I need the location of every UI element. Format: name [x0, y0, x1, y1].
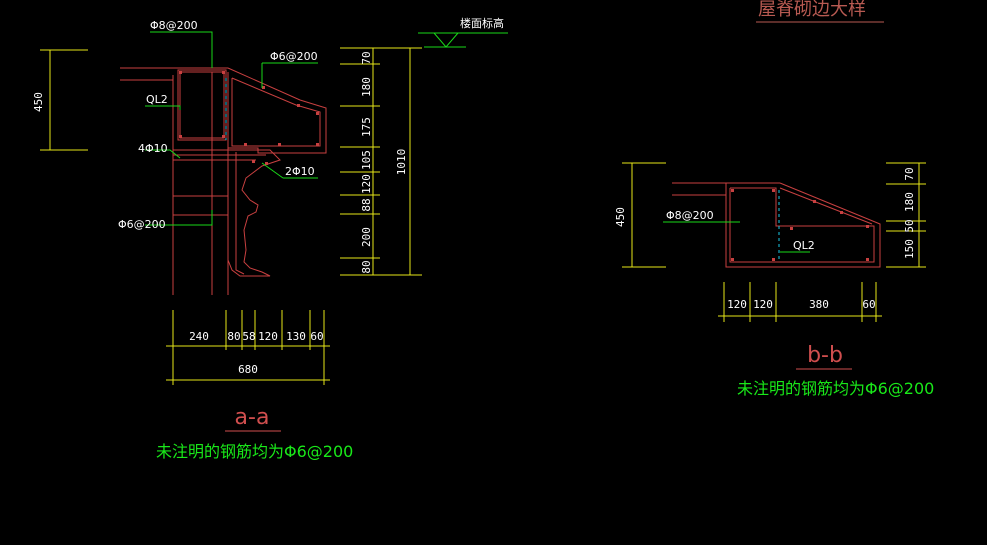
section-a-rdim-1: 70	[360, 51, 373, 64]
section-b-name: b-b	[807, 343, 843, 368]
section-b-ql2-label: QL2	[793, 239, 815, 252]
section-b-right-dimension	[886, 162, 926, 268]
section-a-total-width: 680	[238, 363, 258, 376]
section-a-rdim-3: 175	[360, 117, 373, 137]
section-a-rdim-6: 88	[360, 198, 373, 211]
section-a-rdim-8: 80	[360, 260, 373, 273]
section-b-bdim-1: 120	[727, 298, 747, 311]
section-a-rebar-dots	[179, 71, 319, 165]
section-b-note: 未注明的钢筋均为Φ6@200	[737, 379, 934, 398]
section-b-leaders	[663, 221, 810, 253]
section-a-bdim-5: 130	[286, 330, 306, 343]
section-b-rebar-dots	[731, 189, 869, 261]
section-a-rdim-7: 200	[360, 227, 373, 247]
level-label: 楼面标高	[460, 16, 504, 30]
section-a-note: 未注明的钢筋均为Φ6@200	[156, 442, 353, 461]
section-a-rdim-2: 180	[360, 77, 373, 97]
section-a-name: a-a	[235, 405, 270, 430]
section-b-left-dim-text: 450	[614, 207, 627, 227]
section-a-leaders	[145, 31, 318, 226]
section-a-right-rebar-label: Φ6@200	[270, 50, 318, 63]
section-a-left-dim-text: 450	[32, 92, 45, 112]
section-a-top-rebar-label: Φ8@200	[150, 19, 198, 32]
section-b-rebar-label: Φ8@200	[666, 209, 714, 222]
section-b-bdim-4: 60	[862, 298, 875, 311]
section-a-right-dimension	[340, 47, 422, 276]
section-b-rdim-4: 150	[903, 239, 916, 259]
section-a-ql2-label: QL2	[146, 93, 168, 106]
section-a-bdim-2: 80	[227, 330, 240, 343]
drawing-title: 屋脊砌边大样	[758, 0, 866, 20]
section-a-4bars-label: 4Φ10	[138, 142, 168, 155]
section-b-rdim-2: 180	[903, 192, 916, 212]
section-a-rdim-5: 120	[360, 174, 373, 194]
level-marker	[418, 32, 508, 48]
section-b-rdim-1: 70	[903, 167, 916, 180]
section-b-left-dimension	[622, 162, 666, 268]
section-a-rdim-4: 105	[360, 150, 373, 170]
section-a-left-dimension	[40, 49, 88, 151]
section-a-bdim-6: 60	[310, 330, 323, 343]
section-b-rdim-3: 50	[903, 219, 916, 232]
section-b-outline	[672, 182, 881, 268]
section-b-bdim-2: 120	[753, 298, 773, 311]
section-a-stirrup-label: Φ6@200	[118, 218, 166, 231]
section-a-bdim-3: 58	[242, 330, 255, 343]
section-b-bottom-dimension	[718, 282, 882, 322]
section-a-2bars-label: 2Φ10	[285, 165, 315, 178]
section-a-total-height: 1010	[395, 149, 408, 176]
section-a-bdim-4: 120	[258, 330, 278, 343]
section-a-bottom-dimension	[166, 310, 330, 385]
section-b-bdim-3: 380	[809, 298, 829, 311]
section-a-outline	[120, 67, 327, 295]
section-a-bdim-1: 240	[189, 330, 209, 343]
